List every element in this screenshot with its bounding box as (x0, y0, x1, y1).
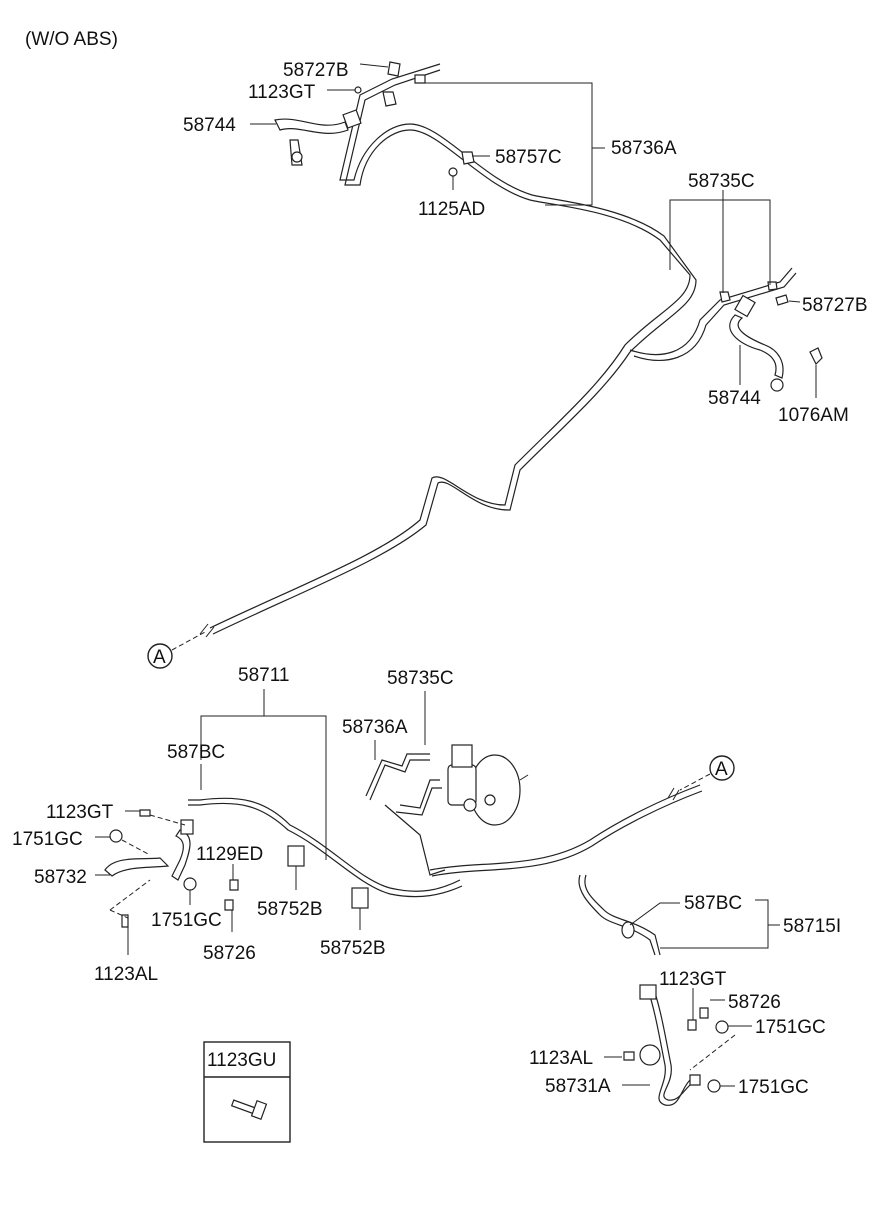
bottom-right-leaders (604, 899, 780, 1087)
header-note: (W/O ABS) (25, 29, 118, 50)
label-1123AL-left: 1123AL (94, 964, 158, 985)
label-1129ED: 1129ED (196, 844, 263, 865)
label-587BC-left: 587BC (167, 742, 225, 763)
label-1123GT-top: 1123GT (248, 82, 316, 103)
label-58752B-b: 58752B (320, 938, 386, 959)
bolt-icon (230, 1099, 268, 1120)
label-58715I: 58715I (783, 916, 841, 937)
label-58726-right: 58726 (728, 992, 781, 1013)
top-brake-lines (199, 61, 823, 638)
bottom-left-leaders (95, 810, 361, 955)
label-58744-top: 58744 (183, 115, 236, 136)
label-58736A-top: 58736A (611, 138, 677, 159)
label-A-right: A (715, 759, 728, 780)
label-1076AM: 1076AM (778, 405, 849, 426)
legend-box-1123GU: 1123GU (203, 1041, 291, 1143)
label-58736A-mid: 58736A (342, 717, 408, 738)
label-58727B-right: 58727B (802, 295, 868, 316)
label-58735C-mid: 58735C (387, 668, 454, 689)
connector-a-right-circle (709, 755, 735, 781)
label-58735C-top: 58735C (688, 171, 755, 192)
label-1751GC-left2: 1751GC (151, 910, 222, 931)
label-58726-left: 58726 (203, 943, 256, 964)
label-1751GC-left: 1751GC (12, 829, 83, 850)
label-1123GT-left: 1123GT (46, 802, 114, 823)
label-58711: 58711 (238, 665, 289, 686)
label-1751GC-right2: 1751GC (738, 1077, 809, 1098)
label-1751GC-right: 1751GC (755, 1017, 826, 1038)
label-1123AL-right: 1123AL (529, 1048, 593, 1069)
label-58727B-top: 58727B (283, 60, 349, 81)
bracket-58711 (200, 715, 327, 860)
label-58744-right: 58744 (708, 388, 761, 409)
label-58752B-a: 58752B (257, 899, 323, 920)
top-leaders (250, 63, 817, 398)
label-1125AD: 1125AD (418, 199, 485, 220)
label-58731A: 58731A (545, 1076, 611, 1097)
label-58757C: 58757C (495, 147, 562, 168)
legend-box-title: 1123GU (207, 1050, 276, 1071)
label-58732: 58732 (34, 867, 87, 888)
label-587BC-right: 587BC (684, 893, 742, 914)
bottom-brake-lines (104, 744, 729, 1106)
label-1123GT-right: 1123GT (659, 969, 727, 990)
connector-a-left-circle (147, 643, 173, 669)
label-A-left: A (153, 647, 166, 668)
